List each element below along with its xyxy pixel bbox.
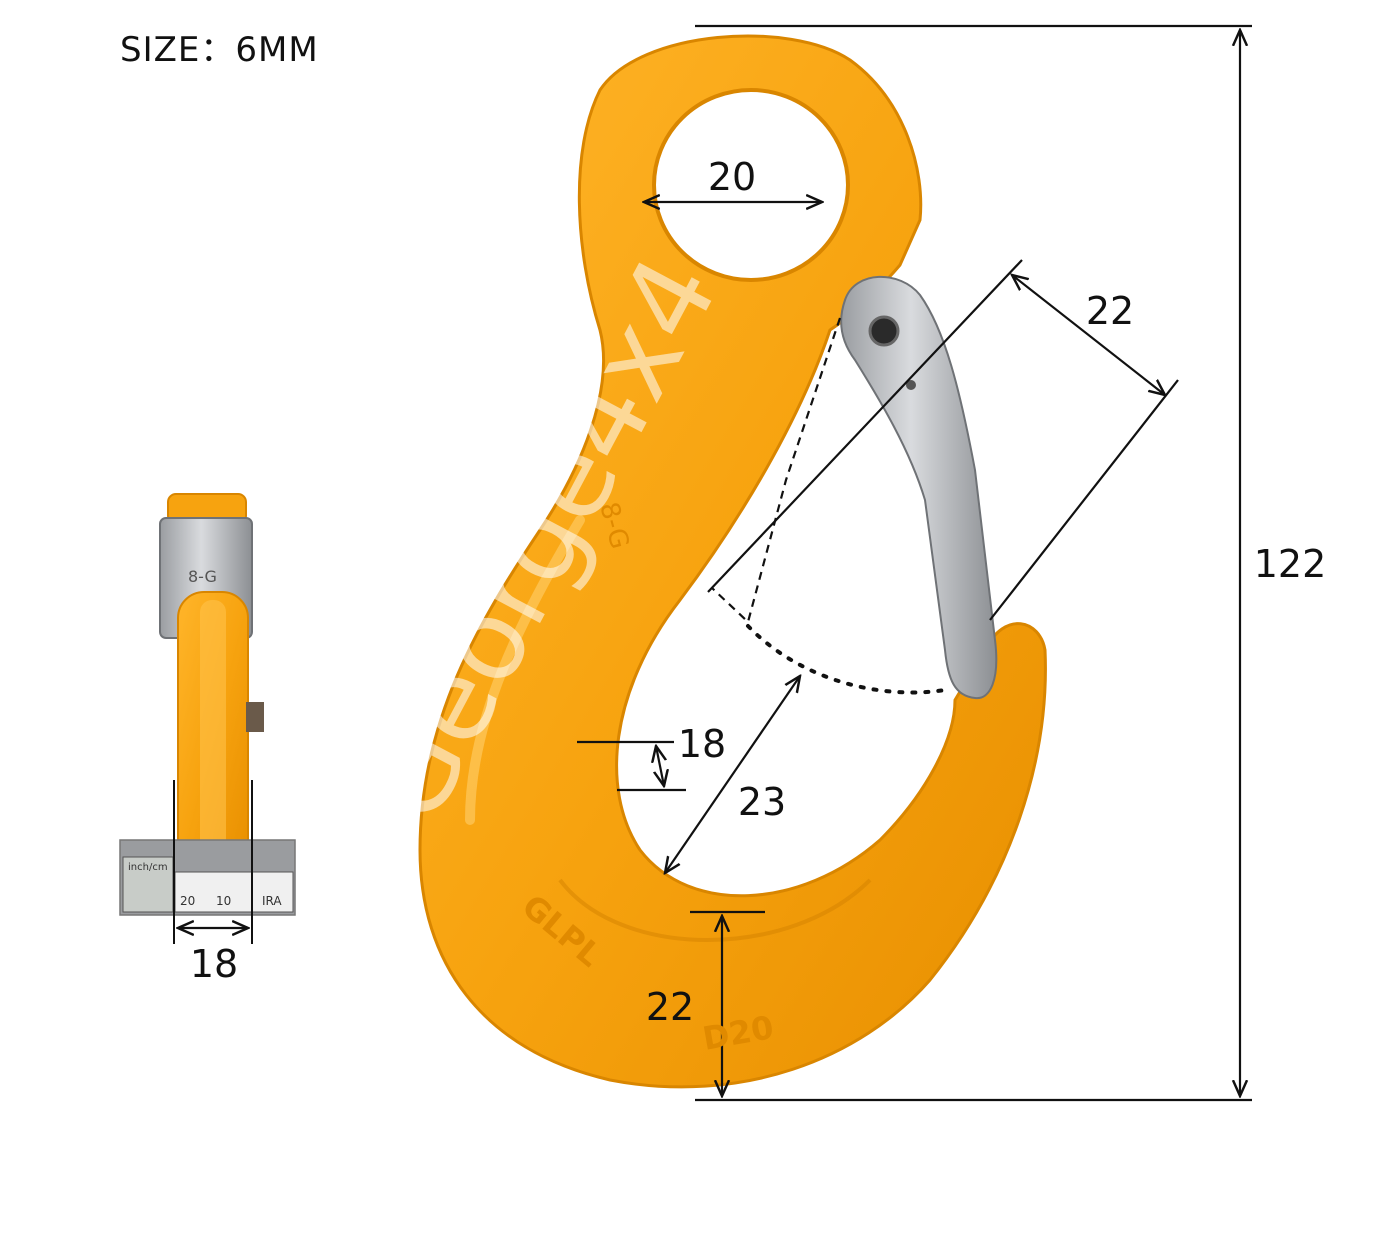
caliper-scale [174, 871, 294, 913]
eye-inner-value: 20 [708, 155, 756, 199]
dimension-lines [577, 24, 1252, 1102]
ruler-labels: 10 20 inch/cm IRA [128, 862, 282, 908]
bottom-thickness-value: 22 [646, 985, 694, 1029]
latch-rivet [906, 380, 916, 390]
hook-body [418, 34, 1047, 1089]
ruler-label-10: 10 [216, 894, 231, 908]
latch-opening-value: 22 [1086, 289, 1134, 333]
latch-plate [840, 275, 998, 700]
throat-diag-value: 23 [738, 780, 786, 824]
latch-pivot [868, 315, 900, 347]
size-label: SIZE：6MM [120, 30, 319, 70]
side-grade-marking: 8-G [188, 567, 217, 586]
side-view [119, 493, 296, 944]
throat-dotted-arc [746, 624, 947, 695]
side-clip [246, 702, 264, 732]
ruler-label-inch: inch/cm [128, 862, 168, 873]
side-width-value: 18 [190, 942, 238, 986]
latch-opening-line [1012, 275, 1165, 395]
overall-length-value: 122 [1254, 542, 1327, 586]
side-hook-shade [200, 600, 226, 860]
latch-ext-1 [707, 259, 1023, 593]
throat-width-value: 18 [678, 722, 726, 766]
eye-hole [652, 88, 850, 282]
ruler-label-ira: IRA [262, 894, 282, 908]
throat-dashed-guide [711, 317, 842, 625]
dimension-labels: 20 22 122 18 23 22 18 [190, 155, 1326, 1029]
hook-inner-edge [558, 878, 872, 942]
throat-width-line [656, 746, 664, 786]
safety-latch [840, 275, 998, 700]
throat-diag-line [665, 676, 800, 873]
hook-highlight [465, 515, 585, 825]
caliper-screen [122, 856, 174, 913]
ruler-label-20: 20 [180, 894, 195, 908]
latch-ext-2 [989, 379, 1179, 621]
